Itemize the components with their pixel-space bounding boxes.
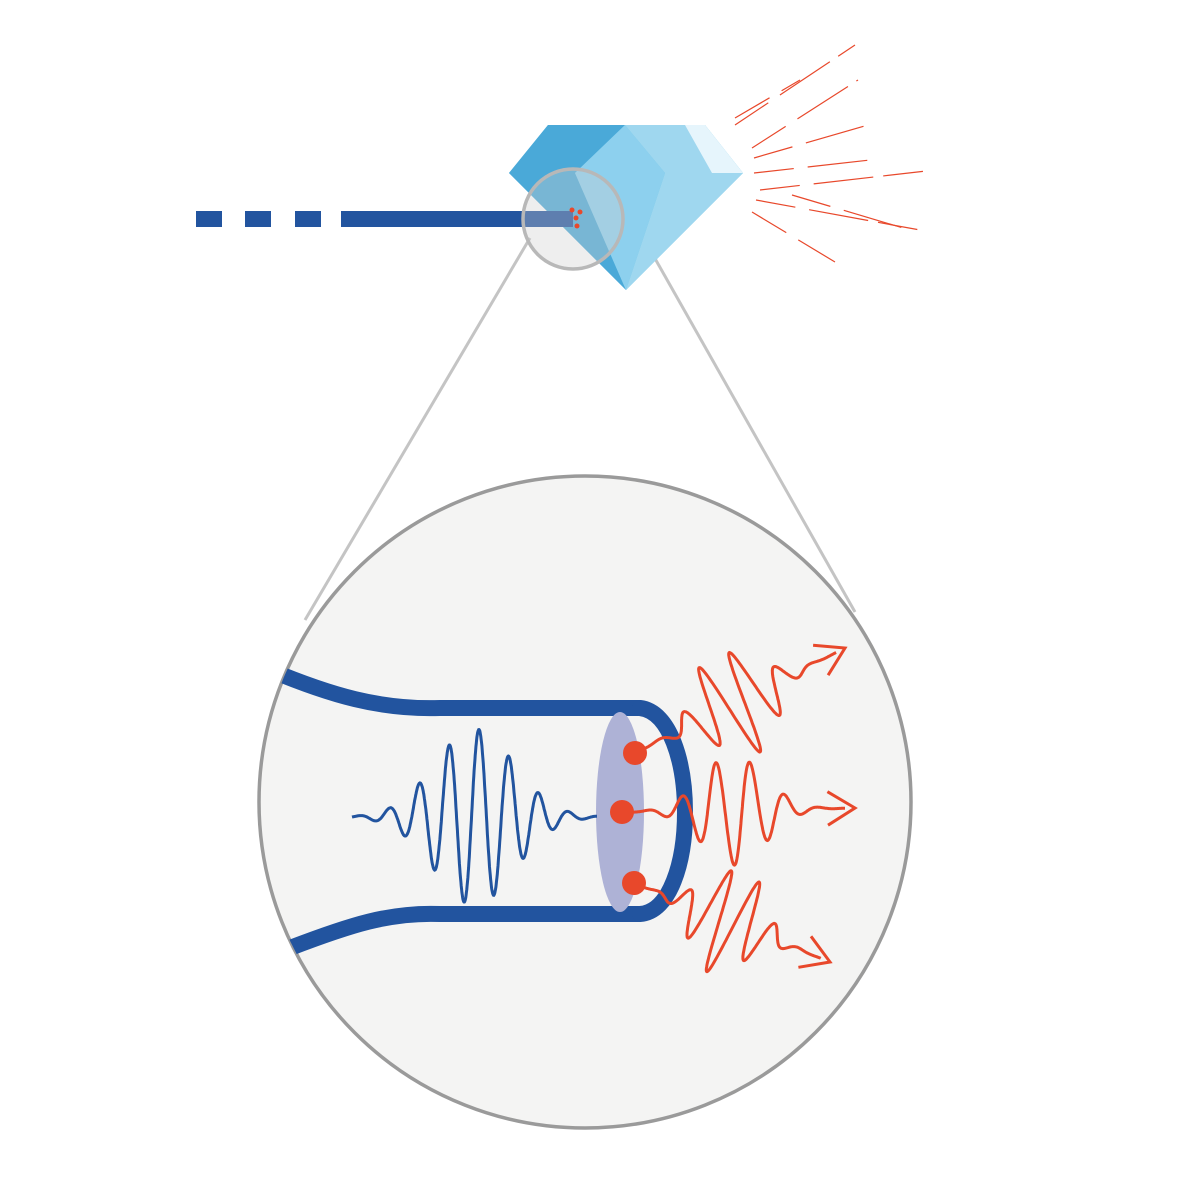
emitter-dot xyxy=(574,223,580,229)
optical-fiber-icon xyxy=(196,211,573,227)
fiber-end-rim xyxy=(632,700,693,922)
scattered-ray xyxy=(753,124,869,159)
emitter-dot xyxy=(573,215,579,221)
color-center-dot xyxy=(622,871,646,895)
zoom-connector-left xyxy=(303,237,532,621)
scattered-ray xyxy=(791,194,911,231)
zoomed-fiber-tip xyxy=(266,662,640,956)
emitted-photons xyxy=(610,643,858,974)
emitted-photon-arrow-icon xyxy=(812,643,848,676)
diamond-facet-highlight xyxy=(685,125,743,173)
scattered-ray xyxy=(759,169,936,191)
zoom-connector-right xyxy=(638,231,857,613)
scattered-ray xyxy=(734,79,801,119)
scattered-ray xyxy=(751,79,859,149)
color-center-dot xyxy=(623,741,647,765)
fiber-segment xyxy=(341,211,573,227)
emitter-dot xyxy=(577,209,583,215)
scattered-ray xyxy=(753,159,871,174)
magnifier-circle-icon xyxy=(521,167,625,271)
emitter-dot xyxy=(569,207,575,213)
scattered-ray xyxy=(734,44,856,126)
zoomed-view-lens xyxy=(257,474,913,1130)
color-center-dots-small xyxy=(569,207,583,229)
fiber-dash xyxy=(295,211,321,227)
emitted-photon-arrow-icon xyxy=(798,935,833,969)
emitted-photon-wave xyxy=(622,760,845,867)
scattered-light-rays xyxy=(734,44,936,263)
fiber-dash xyxy=(196,211,222,227)
diamond-facet-left xyxy=(509,125,625,173)
diamond-facet-pavilion-left xyxy=(509,173,626,290)
zoom-connector-lines xyxy=(303,231,857,621)
wave-packet-icon xyxy=(351,728,597,904)
fiber-wall-bottom xyxy=(287,905,640,956)
emitted-photon-wave xyxy=(634,650,837,755)
emitted-photon-wave xyxy=(633,869,822,974)
fiber-wall-top xyxy=(266,662,640,717)
emitted-photon-arrow-icon xyxy=(826,790,858,827)
color-center-dot xyxy=(610,800,634,824)
scattered-ray xyxy=(751,211,836,263)
fiber-dash xyxy=(245,211,271,227)
